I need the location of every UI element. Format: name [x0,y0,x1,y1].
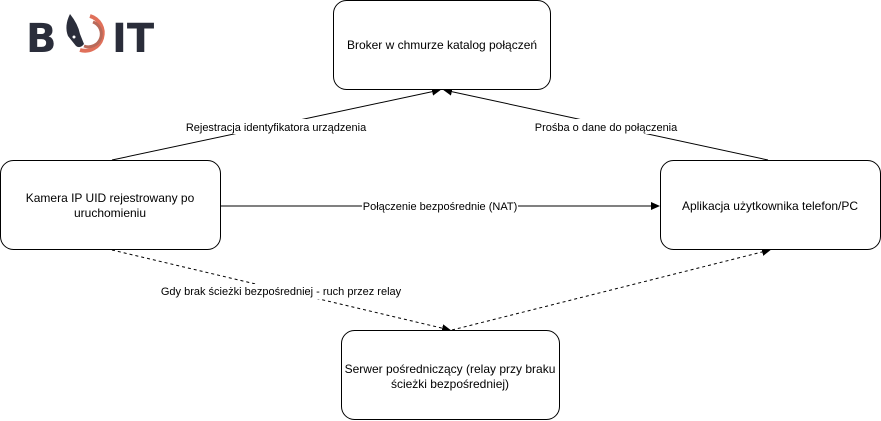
edge-label-register: Rejestracja identyfikatora urządzenia [186,122,367,134]
node-relay[interactable]: Serwer pośredniczący (relay przy braku ś… [341,330,560,420]
goat-logo-icon [66,14,105,53]
node-app[interactable]: Aplikacja użytkownika telefon/PC [660,160,881,250]
logo-letters-it: IT [112,16,155,62]
svg-text:ścieżki bezpośredniej): ścieżki bezpośredniej) [391,377,509,391]
svg-text:uruchomieniu: uruchomieniu [74,206,146,220]
edge-relay-app [451,248,771,331]
edge-relay-camera [111,249,451,333]
logo-letter-b: B [26,16,57,62]
svg-text:Aplikacja użytkownika telefon/: Aplikacja użytkownika telefon/PC [682,199,858,213]
edge-label-relay: Gdy brak ścieżki bezpośredniej - ruch pr… [161,286,402,298]
edge-label-direct: Połączenie bezpośrednie (NAT) [363,201,517,213]
boit-logo: B IT [26,14,155,62]
svg-text:Serwer pośredniczący (relay pr: Serwer pośredniczący (relay przy braku [345,362,556,376]
svg-text:Kamera IP UID rejestrowany po: Kamera IP UID rejestrowany po [26,191,195,205]
svg-text:Broker w chmurze katalog połąc: Broker w chmurze katalog połączeń [347,38,537,52]
node-camera[interactable]: Kamera IP UID rejestrowany po uruchomien… [0,160,221,250]
edge-label-request: Prośba o dane do połączenia [535,122,678,134]
node-broker[interactable]: Broker w chmurze katalog połączeń [333,0,551,90]
